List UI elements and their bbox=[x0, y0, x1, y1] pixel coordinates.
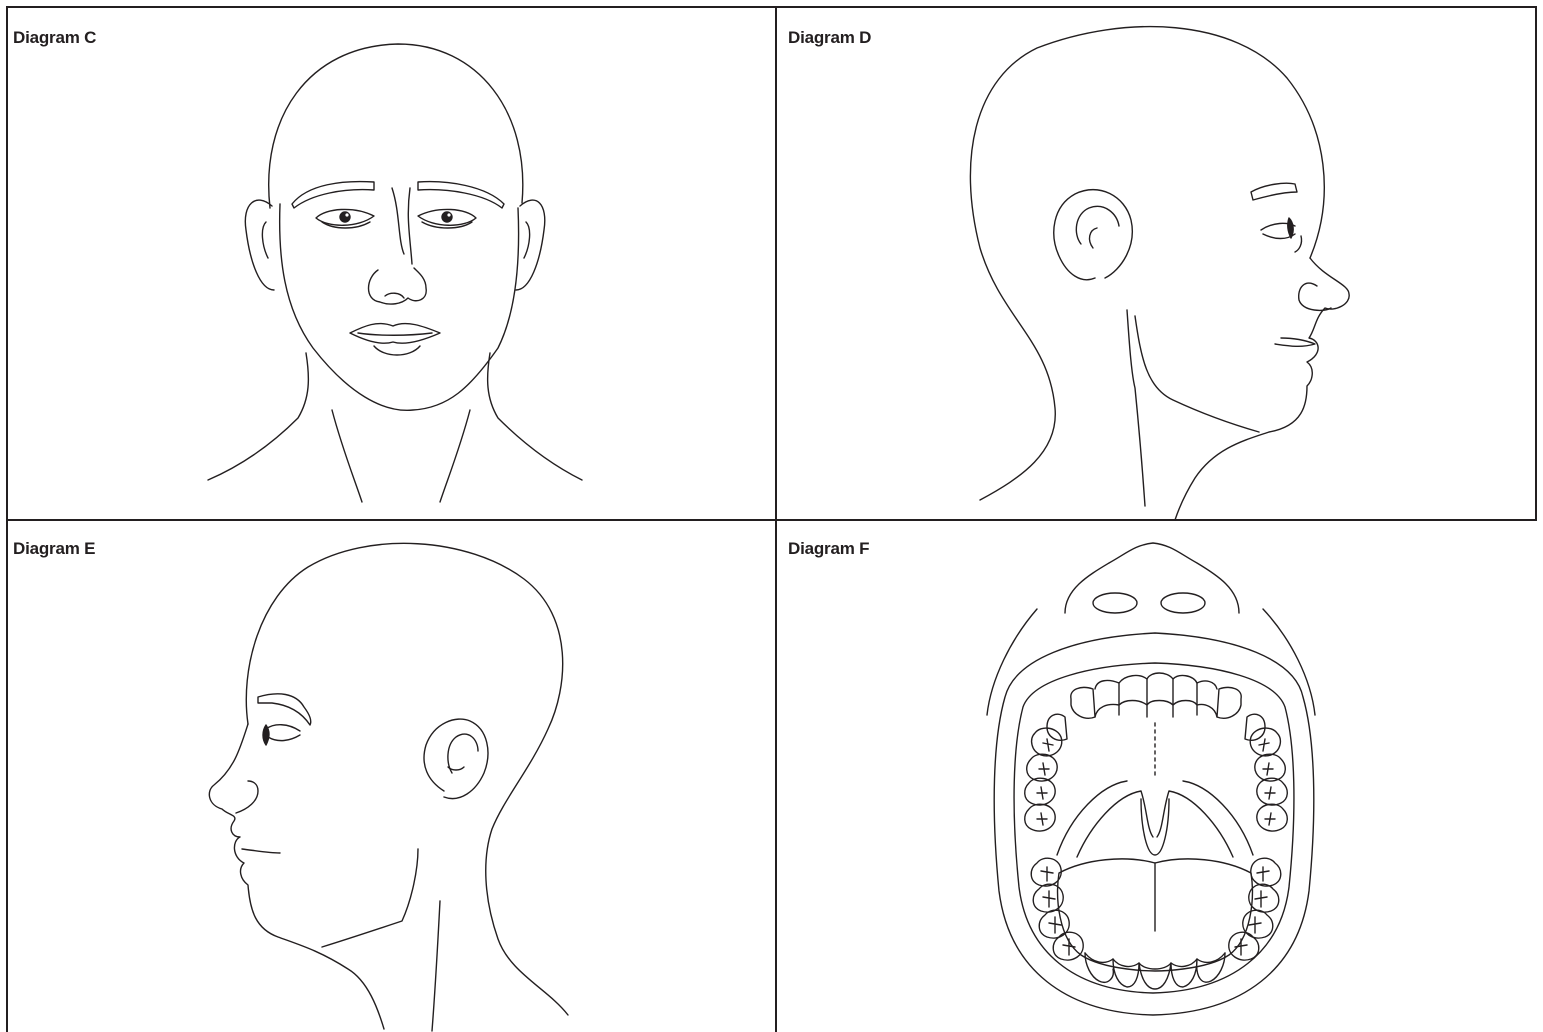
neck-right bbox=[488, 353, 582, 480]
panel-diagram-f: Diagram F bbox=[775, 519, 1537, 1032]
open-mouth-view bbox=[775, 519, 1537, 1032]
nostril-right bbox=[1161, 593, 1205, 613]
ear-profile-e bbox=[424, 719, 488, 798]
panel-diagram-e: Diagram E bbox=[6, 519, 777, 1032]
face-profile bbox=[1175, 258, 1349, 520]
head-right-profile bbox=[775, 8, 1537, 523]
eyebrow-right bbox=[418, 182, 504, 208]
nose-base bbox=[1065, 543, 1239, 613]
face-front-jaw bbox=[280, 204, 519, 410]
cheek-right bbox=[1263, 609, 1315, 715]
jaw-line bbox=[1135, 316, 1259, 432]
eye-profile-e bbox=[266, 725, 300, 731]
eyebrow-left bbox=[292, 182, 374, 208]
head-front-view bbox=[8, 8, 779, 523]
head-profile-outline bbox=[970, 27, 1324, 500]
panel-diagram-c: Diagram C bbox=[6, 6, 777, 521]
panel-diagram-d: Diagram D bbox=[775, 6, 1537, 521]
head-left-profile bbox=[8, 519, 779, 1032]
head-profile-outline-e bbox=[246, 543, 568, 1015]
eyebrow-profile bbox=[1251, 183, 1297, 200]
nose-front bbox=[369, 268, 427, 304]
ear-right bbox=[516, 200, 545, 290]
nostril-left bbox=[1093, 593, 1137, 613]
eyebrow-profile-e bbox=[258, 694, 311, 725]
jaw-line-e bbox=[322, 849, 418, 947]
head-front-outline bbox=[269, 44, 523, 208]
lower-teeth-front bbox=[1085, 953, 1225, 969]
mouth-inner bbox=[1014, 663, 1294, 993]
ear-left bbox=[245, 200, 274, 290]
face-profile-e bbox=[209, 724, 384, 1029]
ear-profile bbox=[1054, 190, 1132, 280]
upper-teeth-front bbox=[1095, 673, 1217, 689]
neck-left bbox=[208, 353, 308, 480]
cheek-left bbox=[987, 609, 1037, 715]
